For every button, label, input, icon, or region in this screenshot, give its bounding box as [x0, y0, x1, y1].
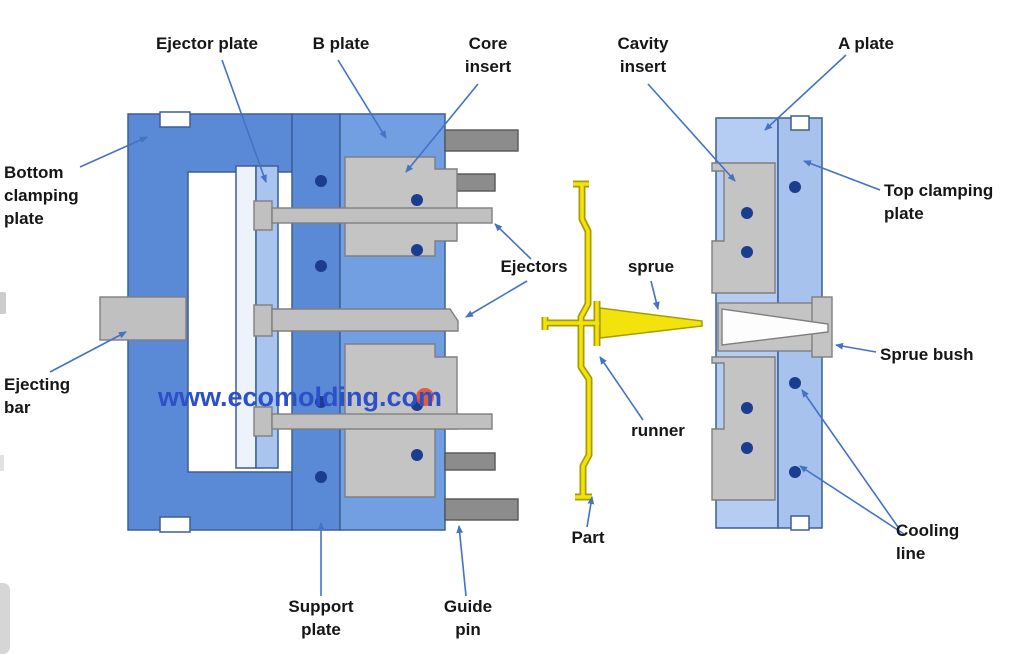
- clamping-plate-notch-bottom: [159, 516, 191, 533]
- label-top-clamping-plate-2: plate: [884, 204, 924, 223]
- arrow-sprue-bush: [835, 342, 877, 353]
- label-guide-pin-2: pin: [455, 620, 481, 639]
- label-cooling-line-2: line: [896, 544, 925, 563]
- arrow-top-clamping-plate: [803, 160, 881, 191]
- cooling-channel-dot: [741, 402, 753, 414]
- arrow-runner: [599, 356, 644, 421]
- cooling-channel-dot: [741, 442, 753, 454]
- arrow-ejectors-upper: [494, 223, 532, 260]
- label-sprue-bush: Sprue bush: [880, 345, 974, 364]
- arrow-cavity-insert: [647, 83, 736, 182]
- ejecting-bar: [99, 296, 187, 341]
- label-top-clamping-plate-1: Top clamping: [884, 181, 993, 200]
- arrow-part: [586, 496, 595, 528]
- arrow-core-insert: [405, 83, 479, 173]
- molded-part-group: [541, 180, 703, 501]
- cavity-insert-lower: [711, 356, 776, 501]
- arrow-bottom-clamping-plate: [79, 136, 148, 168]
- cavity-insert-upper: [711, 162, 776, 294]
- label-core-insert-1: Core: [469, 34, 508, 53]
- label-cooling-line-1: Cooling: [896, 521, 959, 540]
- cooling-dots-right: [741, 181, 801, 478]
- arrow-sprue: [650, 280, 660, 310]
- ejector-pin-top: [271, 207, 493, 224]
- ejector-pin-bottom: [271, 413, 493, 430]
- label-b-plate: B plate: [313, 34, 370, 53]
- arrow-ejectors-lower: [465, 280, 528, 318]
- fixed-half-assembly: [711, 115, 833, 531]
- label-sprue: sprue: [628, 257, 674, 276]
- part-cross-section: [543, 182, 600, 499]
- arrow-ejector-plate: [221, 59, 267, 183]
- core-insert-upper: [344, 156, 458, 257]
- arrow-cooling-line-1: [801, 389, 899, 528]
- cooling-channel-dot: [411, 194, 423, 206]
- arrow-b-plate: [337, 59, 387, 139]
- watermark-logo-dot: [416, 388, 434, 406]
- ejector-pin-middle: [271, 308, 459, 332]
- scan-artifact: [0, 292, 6, 314]
- arrow-ejecting-bar: [49, 331, 127, 373]
- label-bottom-clamping-plate-2: clamping: [4, 186, 79, 205]
- ejector-pin-head-middle: [253, 304, 273, 337]
- sprue-bush-channel: [721, 308, 829, 346]
- label-cavity-insert-2: insert: [620, 57, 667, 76]
- label-ejecting-bar-1: Ejecting: [4, 375, 70, 394]
- cooling-channel-dot: [789, 466, 801, 478]
- label-ejector-plate: Ejector plate: [156, 34, 258, 53]
- scan-artifacts: [0, 292, 10, 654]
- cooling-channel-dot: [741, 207, 753, 219]
- label-part: Part: [571, 528, 604, 547]
- sprue-cone: [599, 307, 703, 339]
- label-ejecting-bar-2: bar: [4, 398, 31, 417]
- cooling-channel-dot: [315, 396, 327, 408]
- cooling-channel-dot: [411, 449, 423, 461]
- top-clamping-notch-top: [790, 115, 810, 131]
- labels: Ejector plate B plate Core insert Cavity…: [4, 34, 993, 639]
- cooling-channel-dot: [315, 471, 327, 483]
- label-bottom-clamping-plate-1: Bottom: [4, 163, 63, 182]
- part-cross-section-outline: [541, 180, 601, 501]
- guide-bush-bottom: [444, 452, 496, 471]
- arrow-guide-pin: [456, 525, 467, 597]
- cooling-channel-dot: [789, 181, 801, 193]
- label-ejectors: Ejectors: [500, 257, 567, 276]
- label-core-insert-2: insert: [465, 57, 512, 76]
- cooling-channel-dot: [741, 246, 753, 258]
- scan-artifact: [0, 455, 4, 471]
- top-clamping-notch-bottom: [790, 515, 810, 531]
- cooling-channel-dot: [411, 244, 423, 256]
- watermark-text: www.ecomolding.com: [157, 382, 442, 412]
- moving-half-assembly: [99, 111, 519, 533]
- cooling-dots-left: [315, 175, 423, 483]
- cooling-channel-dot: [315, 260, 327, 272]
- label-a-plate: A plate: [838, 34, 894, 53]
- clamping-plate-notch-top: [159, 111, 191, 128]
- label-support-plate-2: plate: [301, 620, 341, 639]
- label-runner: runner: [631, 421, 685, 440]
- label-support-plate-1: Support: [288, 597, 353, 616]
- label-guide-pin-1: Guide: [444, 597, 492, 616]
- cooling-channel-dot: [789, 377, 801, 389]
- scan-artifact: [0, 583, 10, 654]
- ejector-retainer-plate: [235, 165, 257, 469]
- arrow-a-plate: [764, 54, 847, 131]
- label-cavity-insert-1: Cavity: [617, 34, 669, 53]
- label-bottom-clamping-plate-3: plate: [4, 209, 44, 228]
- arrow-cooling-line-2: [799, 465, 905, 535]
- callout-arrows: [49, 54, 905, 597]
- guide-pin-top: [444, 129, 519, 152]
- ejector-pin-head-top: [253, 200, 273, 231]
- guide-pin-bottom: [444, 498, 519, 521]
- cooling-channel-dot: [315, 175, 327, 187]
